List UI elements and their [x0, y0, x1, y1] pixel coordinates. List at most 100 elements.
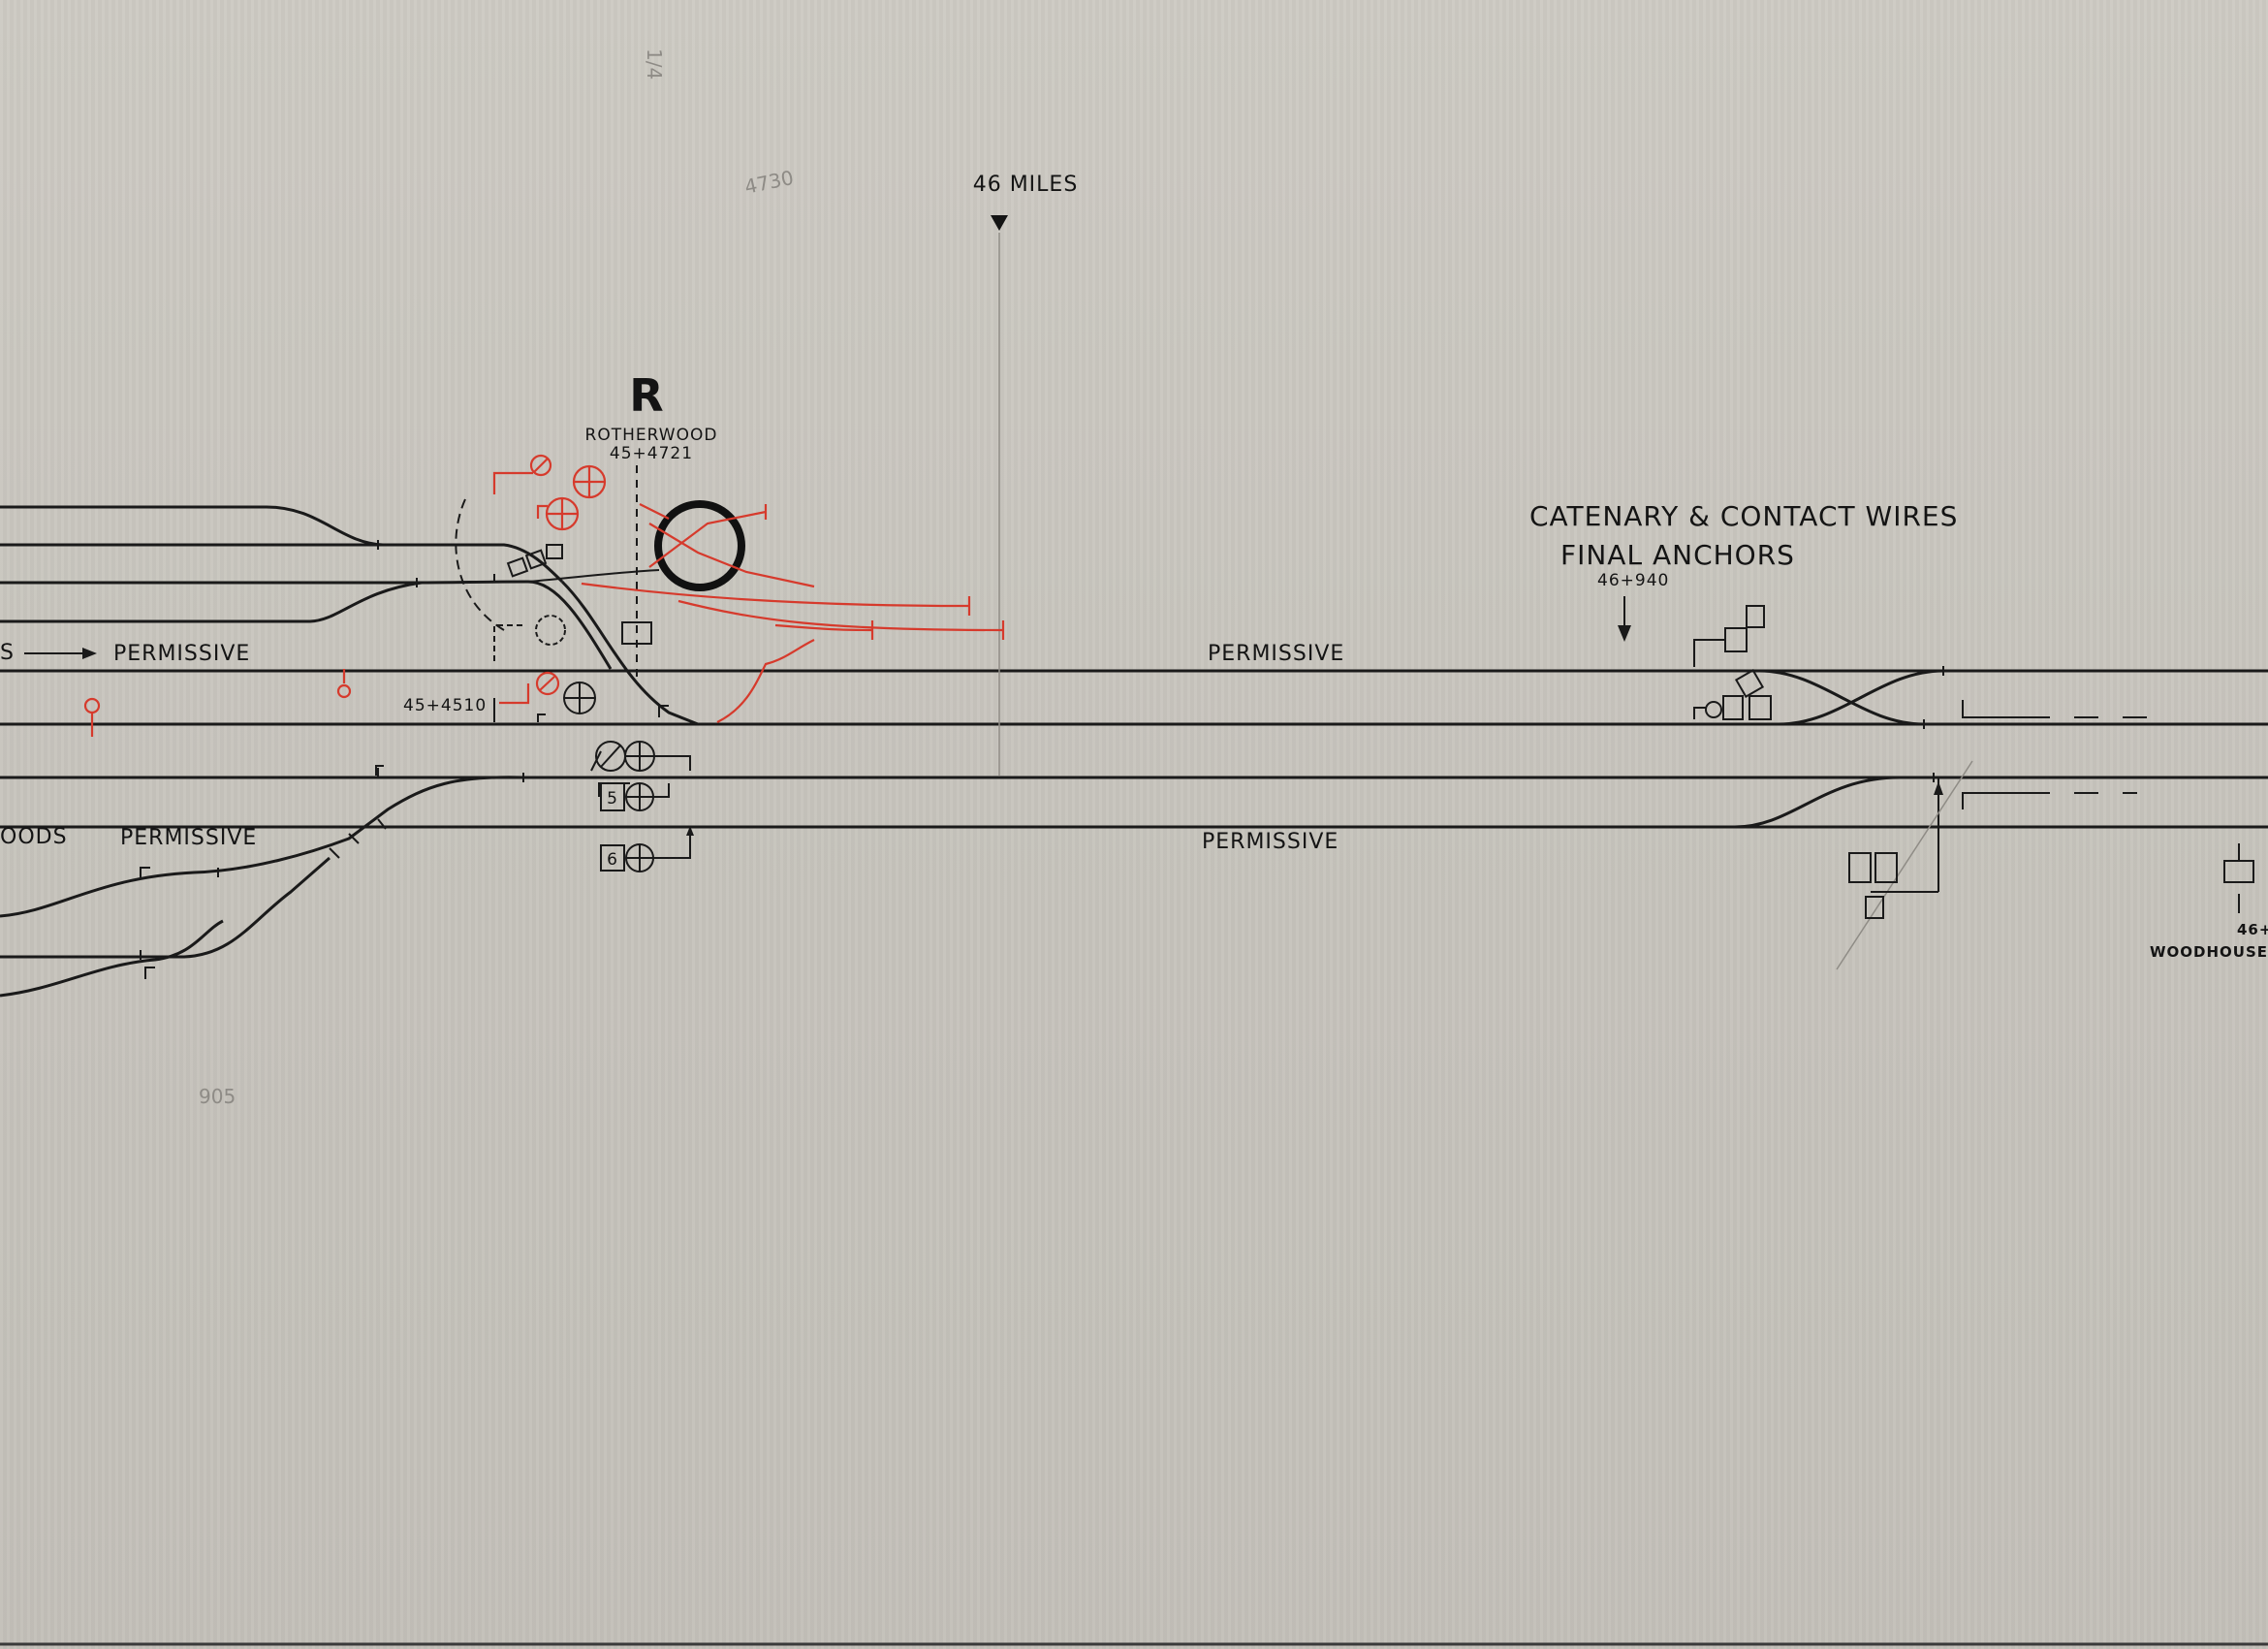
goods-connection — [1734, 776, 1901, 829]
signal-mileage-label: 45+4510 — [403, 696, 487, 715]
sig-r1-box-icon — [1724, 627, 1748, 652]
permissive-label-3: PERMISSIVE — [120, 826, 257, 850]
red-wire-5 — [774, 623, 873, 632]
crossover-left-leg — [1758, 669, 1925, 726]
signal-box-rotherwood: R ROTHERWOOD 45+4721 — [455, 369, 745, 679]
gantry-arrow-icon — [1934, 781, 1943, 795]
red-dwarf-1-icon — [336, 683, 352, 699]
goods-stop-4 — [375, 765, 384, 776]
sig-r2-box2-icon — [1748, 695, 1772, 720]
box-rect-icon — [621, 621, 652, 645]
tie-3 — [377, 818, 387, 830]
sig-d-post — [493, 624, 523, 661]
red-signal-post-2 — [536, 504, 548, 519]
red-signal-post-1 — [492, 471, 533, 494]
pencil-note-top-b: 1/4 — [643, 48, 666, 79]
box-arc — [455, 498, 505, 631]
box-circle-icon — [654, 500, 745, 591]
red-ground-signal-2-bar — [539, 676, 555, 691]
red-wire-4 — [677, 599, 1004, 632]
sig-r2-box-icon — [1722, 695, 1744, 720]
permissive-label-2: PERMISSIVE — [1208, 642, 1344, 666]
sig-r2-dwarf-icon — [1705, 701, 1722, 718]
sig-r2-post — [1693, 707, 1706, 719]
sig-5-number: 5 — [607, 789, 618, 809]
tie-2 — [348, 833, 360, 844]
sig-g3-box-icon — [1865, 896, 1884, 919]
sig-h-post — [654, 755, 691, 771]
goods-road-2 — [0, 856, 331, 959]
rotherwood-signals: 5 6 — [493, 544, 694, 872]
sig-f-stop — [658, 705, 669, 717]
sig-5-box-icon — [600, 782, 625, 811]
anchors-mileage: 46+940 — [1597, 571, 1669, 590]
sig-6-arrow-icon — [686, 826, 694, 836]
pencil-note-bottom: 905 — [199, 1085, 236, 1108]
woodhouse-marker-icon — [2223, 860, 2254, 883]
anchor-arrow-icon — [1618, 625, 1631, 642]
goods-ladder — [0, 776, 524, 918]
buffer-stop-2 — [1962, 792, 2050, 809]
red-wire-2 — [648, 523, 815, 588]
siding-1 — [0, 505, 384, 547]
goods-stop-2 — [144, 967, 155, 979]
pencil-strike — [1836, 760, 1973, 970]
siding-4 — [0, 581, 423, 623]
sig-g1-box-icon — [1848, 852, 1872, 883]
red-ground-signal-bar — [533, 458, 549, 473]
red-wire-1 — [648, 510, 767, 568]
woodhouse-name: WOODHOUSE — [2150, 943, 2268, 961]
left-cut-label-upper: S — [0, 641, 15, 665]
red-wire-3 — [581, 582, 970, 608]
sig-c-head-icon — [546, 544, 563, 559]
pencil-note-top-a: 4730 — [742, 166, 796, 199]
goods-road-3 — [0, 919, 224, 998]
permissive-label-4: PERMISSIVE — [1202, 830, 1339, 854]
sig-g-bar — [600, 745, 621, 768]
sig-d-head-icon — [535, 615, 566, 646]
crossover-right-leg — [1778, 669, 1944, 726]
red-crossover — [716, 639, 815, 723]
anchors-title-line1: CATENARY & CONTACT WIRES — [1529, 500, 1958, 532]
red-ground-signal-2-icon — [535, 671, 560, 696]
sig-e-stop — [537, 714, 546, 722]
anchor-signals — [1618, 596, 2254, 919]
anchors-title-line2: FINAL ANCHORS — [1560, 539, 1795, 571]
labels: S PERMISSIVE PERMISSIVE OODS PERMISSIVE … — [0, 48, 2268, 1108]
sig-r1-top-icon — [1746, 605, 1765, 628]
sig-6-box-icon — [600, 844, 625, 872]
goods-stop-1 — [140, 867, 150, 877]
signal-box-mileage: 45+4721 — [610, 444, 693, 463]
sig-b-head-icon — [524, 549, 548, 570]
red-stop-5 — [639, 503, 670, 520]
mile-arrow-icon — [991, 215, 1008, 231]
siding-stub — [527, 569, 660, 583]
sig-g2-box-icon — [1874, 852, 1898, 883]
mile-post: 46 MILES — [973, 173, 1079, 776]
sig-6-post — [653, 832, 691, 859]
right-crossover — [1734, 669, 2147, 970]
red-ground-signal-icon — [529, 454, 552, 477]
sig-5-post — [653, 783, 670, 798]
signal-box-name: ROTHERWOOD — [585, 426, 718, 445]
mile-label: 46 MILES — [973, 173, 1079, 197]
goods-yard — [0, 765, 524, 998]
signal-box-code: R — [629, 369, 663, 422]
sig-r3-head-icon — [1734, 668, 1765, 699]
woodhouse-mileage: 46+18 — [2237, 921, 2268, 938]
red-dwarf-2-icon — [83, 697, 101, 714]
siding-2 — [0, 543, 564, 584]
tie-1 — [329, 847, 340, 859]
direction-arrow-icon — [82, 648, 97, 659]
sig-a-head-icon — [506, 556, 529, 578]
sig-6-number: 6 — [607, 850, 618, 870]
left-cut-label-goods: OODS — [0, 825, 68, 849]
red-signal-post-3 — [499, 683, 530, 705]
sig-r1-post — [1693, 639, 1725, 667]
buffer-stop-1 — [1962, 700, 2050, 718]
red-amendments — [83, 454, 1005, 737]
track-ticks — [377, 540, 1944, 782]
crossover-up — [560, 580, 699, 726]
